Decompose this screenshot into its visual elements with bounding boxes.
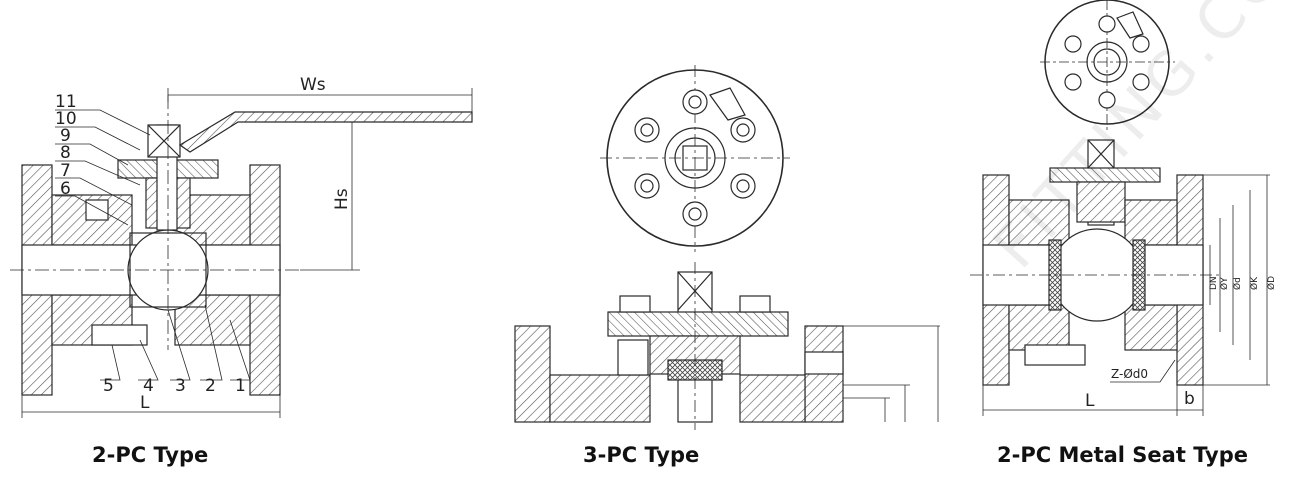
bolt-holes xyxy=(634,89,756,227)
l-label: L xyxy=(140,393,150,413)
part-5: 5 xyxy=(103,376,114,396)
part-10: 10 xyxy=(55,109,77,129)
oD-label: ØD xyxy=(1266,276,1277,290)
part-6: 6 xyxy=(60,179,71,199)
metal-seat-drawing: L b Z-Ød0 DN ØY Ød ØK ØD xyxy=(970,0,1277,416)
caption-three-pc: 3-PC Type xyxy=(583,443,700,467)
ok-label: ØK xyxy=(1249,276,1260,290)
caption-two-pc: 2-PC Type xyxy=(92,443,209,467)
three-pc-drawing xyxy=(514,65,940,430)
part-7: 7 xyxy=(60,161,71,181)
part-3: 3 xyxy=(175,376,186,396)
part-8: 8 xyxy=(60,143,71,163)
bolt-holes xyxy=(1064,15,1150,109)
dn-label: DN xyxy=(1209,276,1219,290)
od-label: Ød xyxy=(1232,277,1243,290)
bolt xyxy=(91,324,148,346)
handle-lever xyxy=(178,111,473,153)
part-11: 11 xyxy=(55,92,77,112)
hs-label: Hs xyxy=(332,188,352,210)
two-pc-diagram: Ws Hs L 11 10 9 8 7 6 5 4 3 2 1 xyxy=(0,0,480,430)
l-label: L xyxy=(1085,391,1095,411)
metal-seat-diagram: L b Z-Ød0 DN ØY Ød ØK ØD xyxy=(965,0,1293,430)
ws-label: Ws xyxy=(300,75,326,95)
oy-label: ØY xyxy=(1219,277,1230,290)
part-2: 2 xyxy=(205,376,216,396)
caption-metal-seat: 2-PC Metal Seat Type xyxy=(997,443,1248,467)
b-label: b xyxy=(1184,389,1195,409)
bolt xyxy=(1024,344,1086,366)
part-1: 1 xyxy=(235,376,246,396)
left-flange xyxy=(514,325,551,423)
part-4: 4 xyxy=(143,376,154,396)
bolt-label: Z-Ød0 xyxy=(1111,367,1148,381)
two-pc-drawing: Ws Hs L 11 10 9 8 7 6 5 4 3 2 1 xyxy=(10,75,473,418)
part-9: 9 xyxy=(60,126,71,146)
three-pc-diagram xyxy=(500,0,960,430)
